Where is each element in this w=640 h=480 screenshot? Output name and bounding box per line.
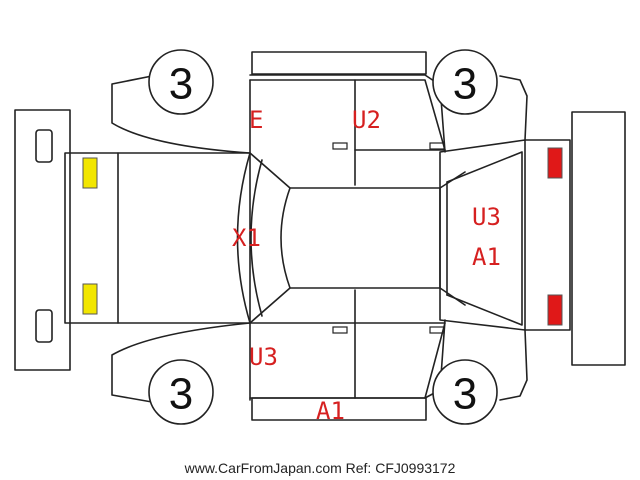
tire-front-right: 3 xyxy=(148,359,214,425)
damage-code-lower-door-front: U3 xyxy=(249,343,278,371)
front-lamp-lower xyxy=(82,283,98,315)
front-lamp-upper xyxy=(82,157,98,189)
lower-side-panels xyxy=(249,289,446,421)
damage-code-upper-door-rear: U2 xyxy=(352,106,381,134)
tire-rear-left: 3 xyxy=(432,49,498,115)
car-body-outline xyxy=(64,74,571,403)
cabin-top xyxy=(236,151,523,326)
tire-front-left: 3 xyxy=(148,49,214,115)
damage-code-upper-door-front: E xyxy=(249,106,263,134)
tire-rear-right-condition: 3 xyxy=(453,370,477,419)
tire-front-right-condition: 3 xyxy=(169,370,193,419)
front-bumper xyxy=(14,109,71,371)
tire-rear-right: 3 xyxy=(432,359,498,425)
damage-code-hood: X1 xyxy=(232,224,261,252)
rear-bumper xyxy=(571,111,626,366)
tire-rear-left-condition: 3 xyxy=(453,60,477,109)
damage-code-lower-sill: A1 xyxy=(316,397,345,425)
rear-lamp-upper xyxy=(547,147,563,179)
damage-code-tailgate-2: A1 xyxy=(472,243,501,271)
damage-code-tailgate-1: U3 xyxy=(472,203,501,231)
upper-side-panels xyxy=(249,51,446,186)
tire-front-left-condition: 3 xyxy=(169,60,193,109)
watermark-credit: www.CarFromJapan.com Ref: CFJ0993172 xyxy=(184,460,456,476)
rear-lamp-lower xyxy=(547,294,563,326)
